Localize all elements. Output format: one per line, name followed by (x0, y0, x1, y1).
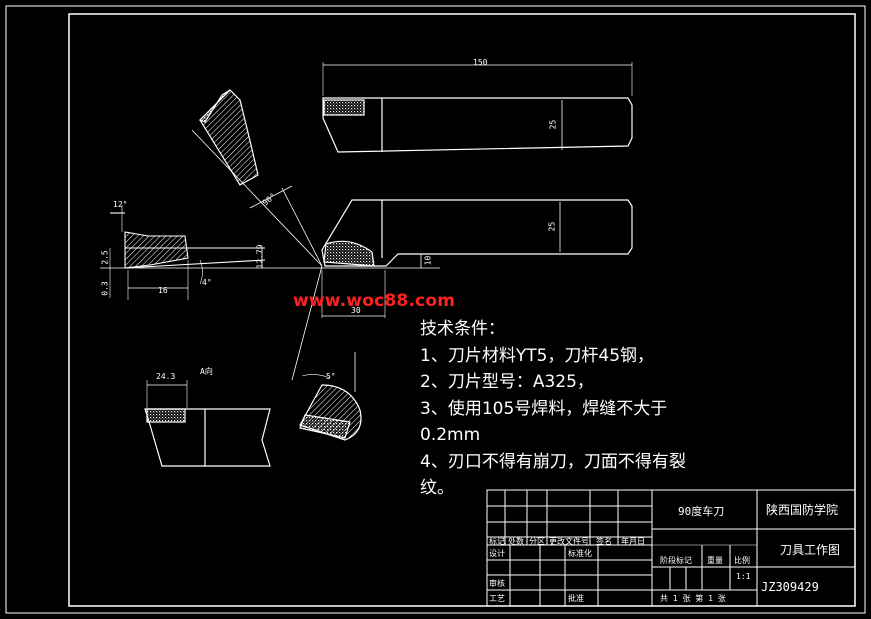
watermark-text: www.woc88.com (293, 291, 456, 311)
sheet-info: 共 1 张 第 1 张 (660, 594, 726, 603)
tech-heading: 技术条件： (420, 319, 505, 339)
tech-item-3b: 0.2mm (420, 425, 481, 445)
header-count: 处数 (508, 537, 524, 546)
header-change-doc: 更改文件号 (549, 537, 589, 546)
header-date: 年月日 (621, 537, 645, 546)
header-process: 工艺 (489, 594, 505, 603)
tech-item-2: 2、刀片型号：A325， (420, 372, 594, 392)
tech-item-1: 1、刀片材料YT5，刀杆45钢， (420, 345, 655, 366)
note-a: A向 (200, 367, 213, 376)
section-upper (198, 89, 259, 186)
header-weight: 重量 (707, 556, 723, 565)
tech-item-4a: 4、刃口不得有崩刀，刀面不得有裂 (420, 451, 686, 472)
header-review: 审核 (489, 579, 505, 588)
header-approve: 批准 (568, 594, 584, 603)
outer-frame (5, 5, 866, 614)
dim-length-150: 150 (473, 58, 488, 67)
inner-frame (68, 13, 856, 607)
angle-4: 4° (202, 278, 212, 287)
angle-5: 5° (326, 372, 336, 381)
school-name: 陕西国防学院 (766, 503, 839, 517)
left-detail (109, 205, 266, 300)
title-block (486, 489, 856, 607)
header-stage-mark: 阶段标记 (660, 556, 692, 565)
dim-12-79: 12.79 (255, 244, 265, 269)
tech-item-3a: 3、使用105号焊料，焊缝不大于 (420, 398, 668, 419)
dim-width-30: 30 (351, 306, 361, 315)
drawing-number: JZ309429 (761, 580, 819, 594)
section-lower-right (299, 352, 362, 441)
header-standardize: 标准化 (568, 549, 592, 558)
tech-item-4b: 纹。 (420, 478, 454, 498)
header-mark: 标记 (489, 537, 505, 546)
drawing-name: 90度车刀 (678, 505, 725, 518)
dim-height-25-top: 25 (548, 119, 558, 130)
section-lower-left (144, 380, 271, 467)
construction-lines (191, 129, 323, 381)
scale-value: 1:1 (736, 572, 751, 581)
header-sign: 签名 (596, 537, 612, 546)
dim-10: 10 (423, 255, 433, 266)
dim-16: 16 (158, 286, 168, 295)
header-scale: 比例 (734, 556, 750, 565)
header-design: 设计 (489, 549, 505, 558)
dim-height-25-mid: 25 (547, 221, 557, 232)
top-view (322, 62, 633, 153)
angle-12: 12° (113, 200, 128, 209)
header-zone: 分区 (529, 537, 545, 546)
technical-conditions: 技术条件： 1、刀片材料YT5，刀杆45钢， 2、刀片型号：A325， 3、使用… (420, 316, 686, 502)
dim-0-3: 0.3 (100, 281, 110, 296)
main-view (100, 199, 633, 318)
dim-2-5: 2.5 (100, 250, 110, 265)
dim-24-3: 24.3 (156, 372, 176, 381)
sheet-type: 刀具工作图 (780, 543, 841, 557)
